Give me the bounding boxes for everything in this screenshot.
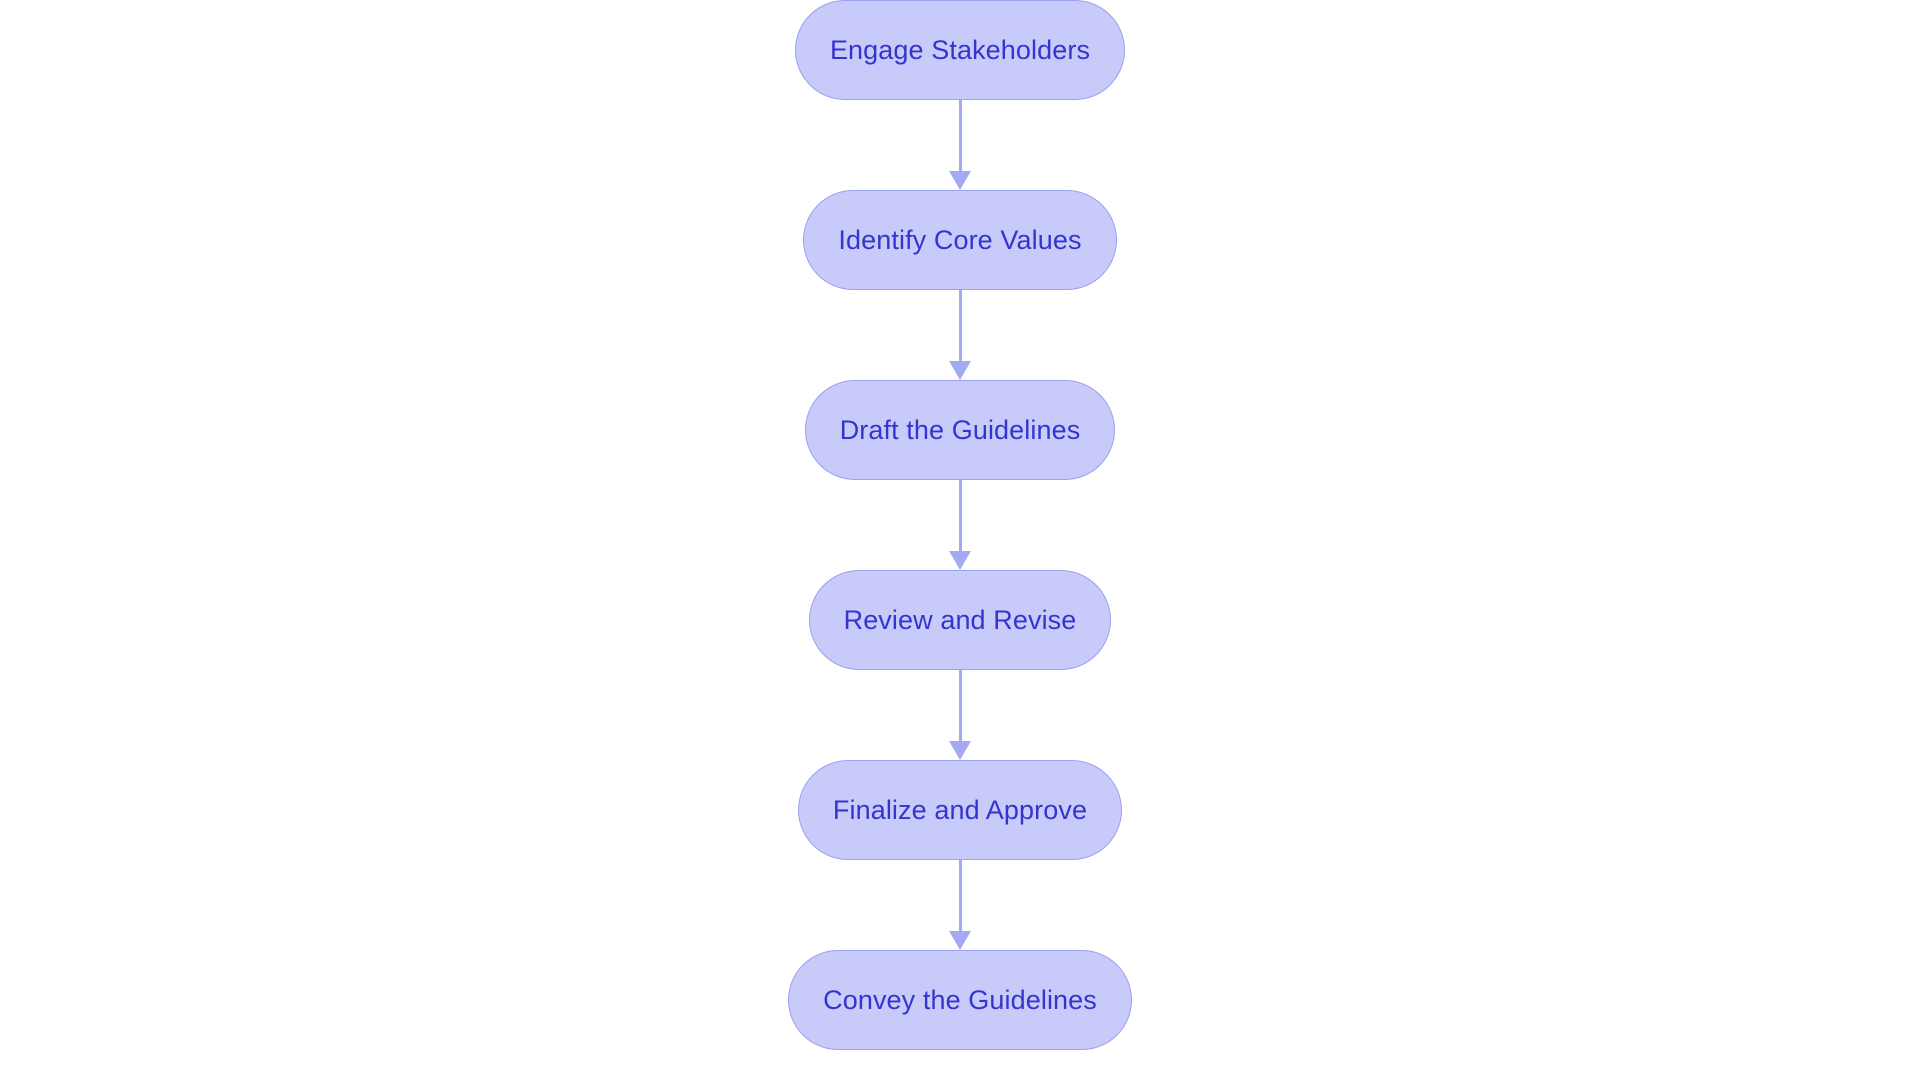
arrow-stem (958, 860, 962, 932)
arrow-stem (958, 480, 962, 552)
node-row-6: Convey the Guidelines (0, 950, 1920, 1050)
flow-arrow-1 (949, 100, 971, 190)
arrow-stem (958, 290, 962, 362)
flow-node-label: Engage Stakeholders (829, 34, 1091, 65)
flow-node-identify-core-values[interactable]: Identify Core Values (803, 190, 1117, 290)
flow-node-label: Review and Revise (843, 604, 1077, 635)
arrow-head-icon (949, 551, 971, 570)
flow-node-finalize-and-approve[interactable]: Finalize and Approve (797, 760, 1123, 860)
flow-arrow-4 (949, 670, 971, 760)
flow-arrow-5 (949, 860, 971, 950)
node-row-5: Finalize and Approve (0, 760, 1920, 860)
node-row-2: Identify Core Values (0, 190, 1920, 290)
flow-node-label: Convey the Guidelines (823, 984, 1097, 1015)
arrow-head-icon (949, 361, 971, 380)
arrow-stem (958, 100, 962, 172)
node-row-3: Draft the Guidelines (0, 380, 1920, 480)
flow-node-draft-the-guidelines[interactable]: Draft the Guidelines (804, 380, 1116, 480)
flow-node-label: Draft the Guidelines (839, 414, 1081, 445)
arrow-head-icon (949, 741, 971, 760)
node-row-4: Review and Revise (0, 570, 1920, 670)
flow-node-engage-stakeholders[interactable]: Engage Stakeholders (794, 0, 1126, 100)
arrow-head-icon (949, 931, 971, 950)
node-row-1: Engage Stakeholders (0, 0, 1920, 100)
flow-node-review-and-revise[interactable]: Review and Revise (808, 570, 1112, 670)
flow-arrow-2 (949, 290, 971, 380)
arrow-head-icon (949, 171, 971, 190)
flow-node-label: Finalize and Approve (832, 794, 1088, 825)
flow-arrow-3 (949, 480, 971, 570)
arrow-stem (958, 670, 962, 742)
flow-node-label: Identify Core Values (838, 224, 1082, 255)
flow-node-convey-the-guidelines[interactable]: Convey the Guidelines (788, 950, 1132, 1050)
